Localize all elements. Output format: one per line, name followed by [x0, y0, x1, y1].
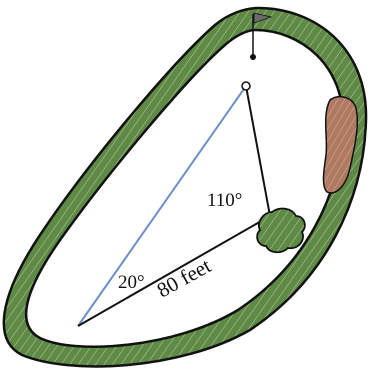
sand-trap-icon — [322, 95, 359, 194]
distance-label: 80 feet — [153, 253, 215, 302]
hole-marker — [241, 81, 251, 91]
angle-label-tee: 20° — [118, 272, 145, 293]
fairway-ring — [2, 6, 368, 368]
hole-to-tree-line — [245, 85, 271, 217]
tee-to-hole-line — [77, 85, 247, 327]
angle-label-tree: 110° — [207, 190, 242, 211]
golf-flag-icon — [250, 12, 273, 60]
tee-to-tree-line — [77, 215, 271, 327]
bush-icon — [256, 207, 306, 254]
